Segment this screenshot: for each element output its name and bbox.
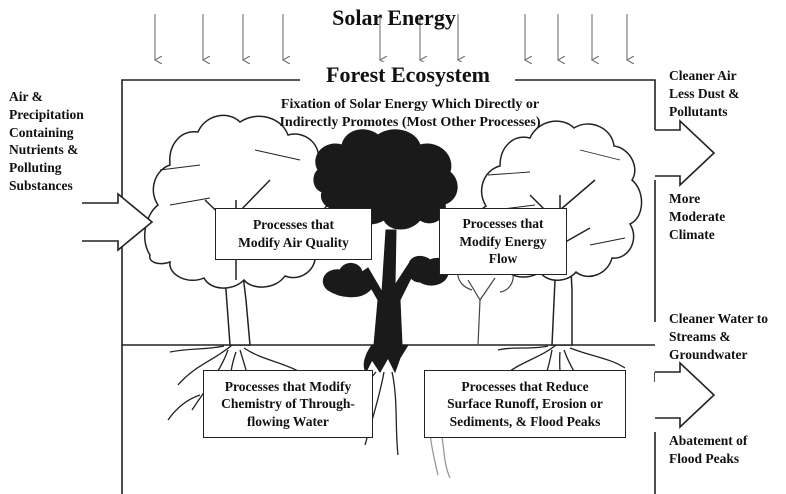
output-line: Moderate <box>669 208 726 224</box>
output-cleaner-air: Cleaner Air Less Dust & Pollutants <box>669 67 784 120</box>
input-line: Polluting <box>9 160 62 176</box>
process-line: Flow <box>488 251 518 267</box>
output-moderate-climate: More Moderate Climate <box>669 190 784 243</box>
fixation-caption: Fixation of Solar Energy Which Directly … <box>250 96 570 132</box>
output-arrow-air <box>655 119 716 187</box>
solar-rays <box>155 14 627 60</box>
solar-energy-label: Solar Energy <box>332 5 456 30</box>
output-line: Flood Peaks <box>669 450 740 466</box>
output-arrow-water <box>655 361 716 429</box>
process-line: Surface Runoff, Erosion or <box>447 396 603 412</box>
process-box-air-quality: Processes that Modify Air Quality <box>215 208 372 260</box>
dark-tree-silhouette <box>313 129 458 374</box>
output-line: Streams & <box>669 328 731 344</box>
process-box-runoff-reduction: Processes that Reduce Surface Runoff, Er… <box>424 370 626 438</box>
output-line: Climate <box>669 226 715 242</box>
input-line: Air & <box>9 89 43 104</box>
input-arrow <box>82 192 154 252</box>
ecosystem-frame <box>121 79 656 494</box>
process-line: Processes that <box>462 216 544 232</box>
output-line: More <box>669 191 701 206</box>
output-line: Cleaner Air <box>669 68 737 83</box>
process-line: Processes that <box>252 217 335 233</box>
process-box-energy-flow: Processes that Modify Energy Flow <box>439 208 567 275</box>
input-line: Substances <box>9 178 73 194</box>
output-line: Abatement of <box>669 433 748 448</box>
output-line: Less Dust & <box>669 85 740 101</box>
process-box-water-chemistry: Processes that Modify Chemistry of Throu… <box>203 370 373 438</box>
process-line: Modify Energy <box>459 233 547 249</box>
input-line: Containing <box>9 124 74 140</box>
input-line: Nutrients & <box>9 142 79 158</box>
process-line: Modify Air Quality <box>238 235 349 250</box>
fixation-line-2: Indirectly Promotes (Most Other Processe… <box>279 114 541 130</box>
output-cleaner-water: Cleaner Water to Streams & Groundwater <box>669 310 786 363</box>
input-description: Air & Precipitation Containing Nutrients… <box>9 88 119 195</box>
process-line: Chemistry of Through- <box>221 396 355 412</box>
process-line: Processes that Modify <box>224 378 352 394</box>
process-line: Processes that Reduce <box>461 378 589 394</box>
diagram-title: Forest Ecosystem <box>302 62 514 89</box>
output-flood-abatement: Abatement of Flood Peaks <box>669 432 784 468</box>
fixation-line-1: Fixation of Solar Energy Which Directly … <box>280 97 540 112</box>
output-line: Groundwater <box>669 346 748 362</box>
process-line: flowing Water <box>247 413 329 429</box>
input-line: Precipitation <box>9 106 84 122</box>
output-line: Cleaner Water to <box>669 311 768 326</box>
output-line: Pollutants <box>669 103 728 119</box>
process-line: Sediments, & Flood Peaks <box>449 413 601 429</box>
